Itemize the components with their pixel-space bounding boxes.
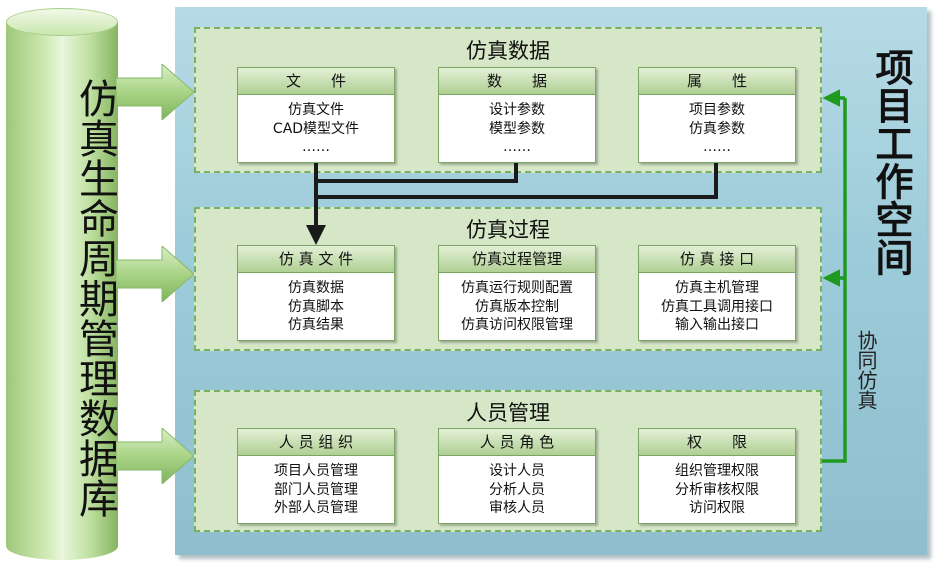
card-item: 仿真文件 [288,102,344,118]
card-item: 项目人员管理 [274,463,358,479]
data-flow-connector [306,163,718,245]
card-item: 设计参数 [489,102,545,118]
card-item: 项目参数 [689,102,745,118]
card-permissions: 权 限 组织管理权限 分析审核权限 访问权限 [638,428,796,524]
card-item: 仿真参数 [689,120,745,137]
card-item: …… [302,139,330,155]
cylinder-top [6,8,118,36]
card-item: 仿真数据 [288,280,344,296]
card-item: 仿真结果 [288,317,344,333]
card-item: 仿真工具调用接口 [661,298,773,315]
card-personnel-organization: 人 员 组 织 项目人员管理 部门人员管理 外部人员管理 [237,428,395,524]
card-header: 仿真过程管理 [439,246,595,273]
card-header: 数 据 [439,68,595,95]
card-item: 部门人员管理 [274,481,358,498]
card-item: 审核人员 [489,500,545,516]
section-title: 人员管理 [466,401,550,425]
cylinder-body [6,22,118,546]
card-header: 人 员 角 色 [439,429,595,456]
card-personnel-roles: 人 员 角 色 设计人员 分析人员 审核人员 [438,428,596,524]
card-data: 数 据 设计参数 模型参数 …… [438,67,596,163]
collab-label: 协同仿真 [854,330,878,410]
card-item: 仿真脚本 [288,298,344,315]
card-item: …… [503,139,531,155]
arrow-right-icon [116,428,194,484]
collaboration-connector [822,89,847,463]
card-item: 设计人员 [489,463,545,479]
card-header: 属 性 [639,68,795,95]
card-item: 仿真访问权限管理 [461,317,573,333]
card-item: 模型参数 [489,120,545,137]
database-label: 仿真生命周期管理数据库 [72,78,118,518]
card-header: 人 员 组 织 [238,429,394,456]
cylinder-bottom [6,532,118,560]
card-item: 访问权限 [689,500,745,516]
lifecycle-database-cylinder: 仿真生命周期管理数据库 [6,8,118,560]
card-header: 仿 真 接 口 [639,246,795,273]
card-header: 权 限 [639,429,795,456]
card-item: 仿真运行规则配置 [461,280,573,296]
arrow-right-icon [116,64,194,120]
card-simulation-interface: 仿 真 接 口 仿真主机管理 仿真工具调用接口 输入输出接口 [638,245,796,341]
section-title: 仿真过程 [466,218,550,242]
card-item: 仿真版本控制 [475,298,559,315]
card-files: 文 件 仿真文件 CAD模型文件 …… [237,67,395,163]
section-title: 仿真数据 [466,39,550,63]
card-item: CAD模型文件 [272,120,360,137]
arrow-right-icon [116,246,194,302]
card-process-management: 仿真过程管理 仿真运行规则配置 仿真版本控制 仿真访问权限管理 [438,245,596,341]
card-simulation-files: 仿 真 文 件 仿真数据 仿真脚本 仿真结果 [237,245,395,341]
card-header: 文 件 [238,68,394,95]
card-item: 输入输出接口 [675,317,759,333]
card-item: 分析人员 [489,481,545,498]
card-attributes: 属 性 项目参数 仿真参数 …… [638,67,796,163]
card-item: …… [703,139,731,155]
card-item: 外部人员管理 [274,500,358,516]
card-item: 仿真主机管理 [675,280,759,296]
card-item: 分析审核权限 [675,481,759,498]
card-item: 组织管理权限 [675,463,759,479]
workspace-label: 项目工作空间 [869,48,913,276]
card-header: 仿 真 文 件 [238,246,394,273]
